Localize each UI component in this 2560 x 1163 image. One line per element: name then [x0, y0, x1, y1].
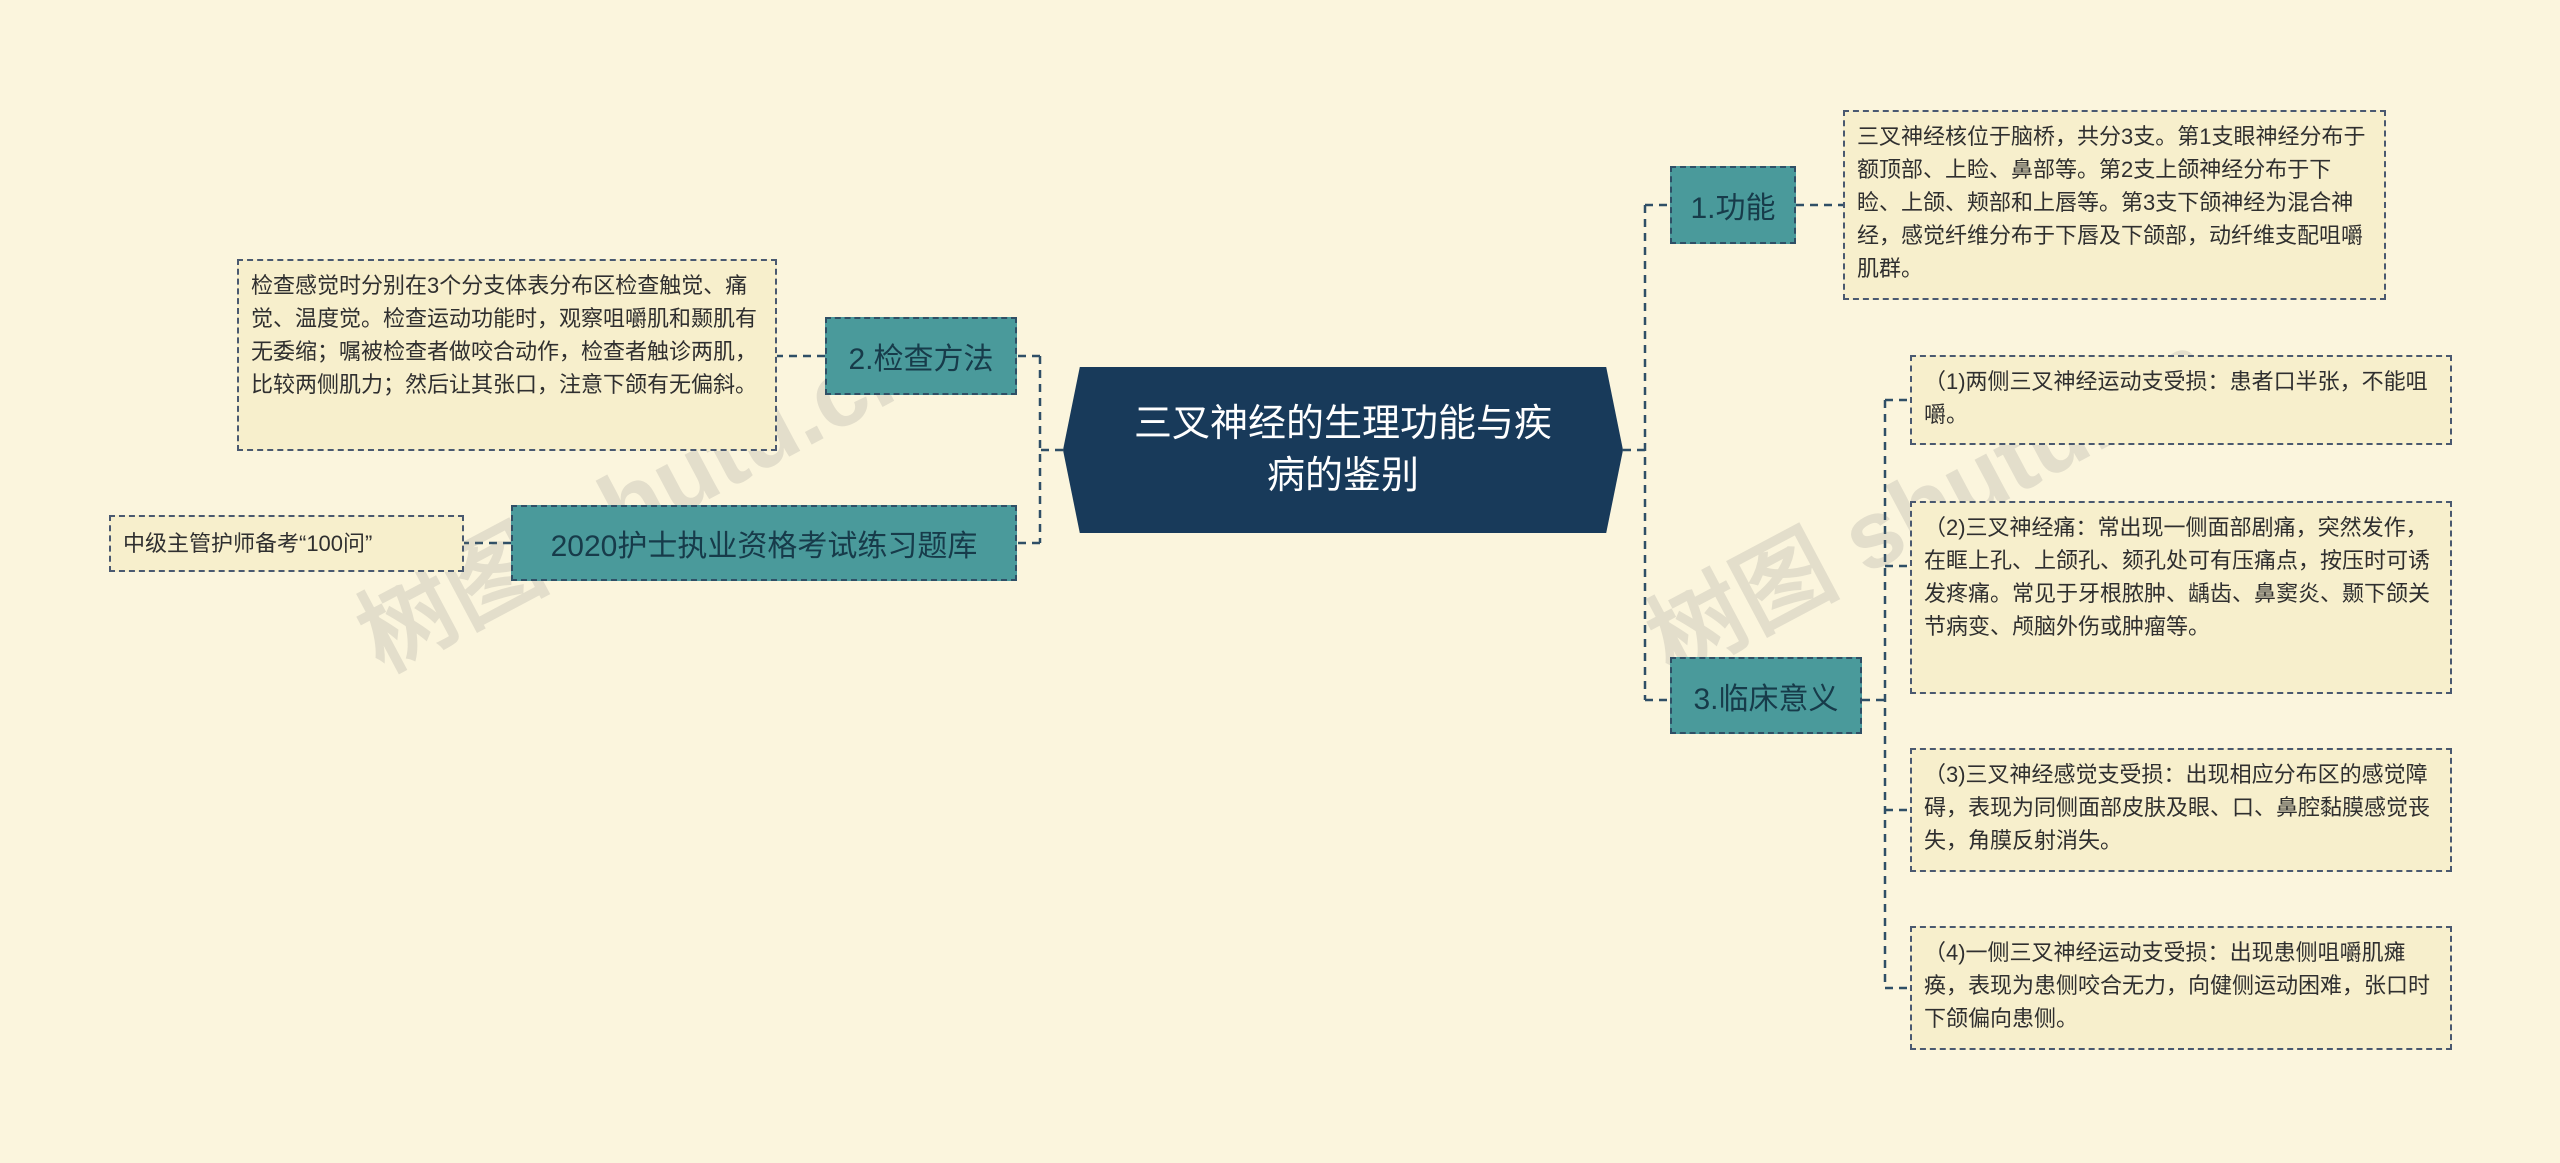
- branch-function[interactable]: 1.功能: [1670, 166, 1796, 244]
- root-topic[interactable]: 三叉神经的生理功能与疾 病的鉴别: [1063, 367, 1623, 533]
- function-description[interactable]: 三叉神经核位于脑桥，共分3支。第1支眼神经分布于额顶部、上睑、鼻部等。第2支上颌…: [1843, 110, 2386, 300]
- clinical-item-2[interactable]: （2)三叉神经痛：常出现一侧面部剧痛，突然发作，在眶上孔、上颌孔、颏孔处可有压痛…: [1910, 501, 2452, 694]
- root-topic-line-1: 三叉神经的生理功能与疾: [1133, 403, 1552, 445]
- root-topic-line-2: 病的鉴别: [1266, 455, 1419, 497]
- branch-exam-method[interactable]: 2.检查方法: [825, 317, 1017, 395]
- branch-clinical-significance[interactable]: 3.临床意义: [1670, 657, 1862, 734]
- clinical-item-1[interactable]: （1)两侧三叉神经运动支受损：患者口半张，不能咀嚼。: [1910, 355, 2452, 445]
- exam-method-description[interactable]: 检查感觉时分别在3个分支体表分布区检查触觉、痛觉、温度觉。检查运动功能时，观察咀…: [237, 259, 777, 451]
- clinical-item-4[interactable]: （4)一侧三叉神经运动支受损：出现患侧咀嚼肌瘫痪，表现为患侧咬合无力，向健侧运动…: [1910, 926, 2452, 1050]
- clinical-item-3[interactable]: （3)三叉神经感觉支受损：出现相应分布区的感觉障碍，表现为同侧面部皮肤及眼、口、…: [1910, 748, 2452, 872]
- branch-question-bank[interactable]: 2020护士执业资格考试练习题库: [511, 505, 1017, 581]
- question-bank-note[interactable]: 中级主管护师备考“100问”: [109, 515, 464, 572]
